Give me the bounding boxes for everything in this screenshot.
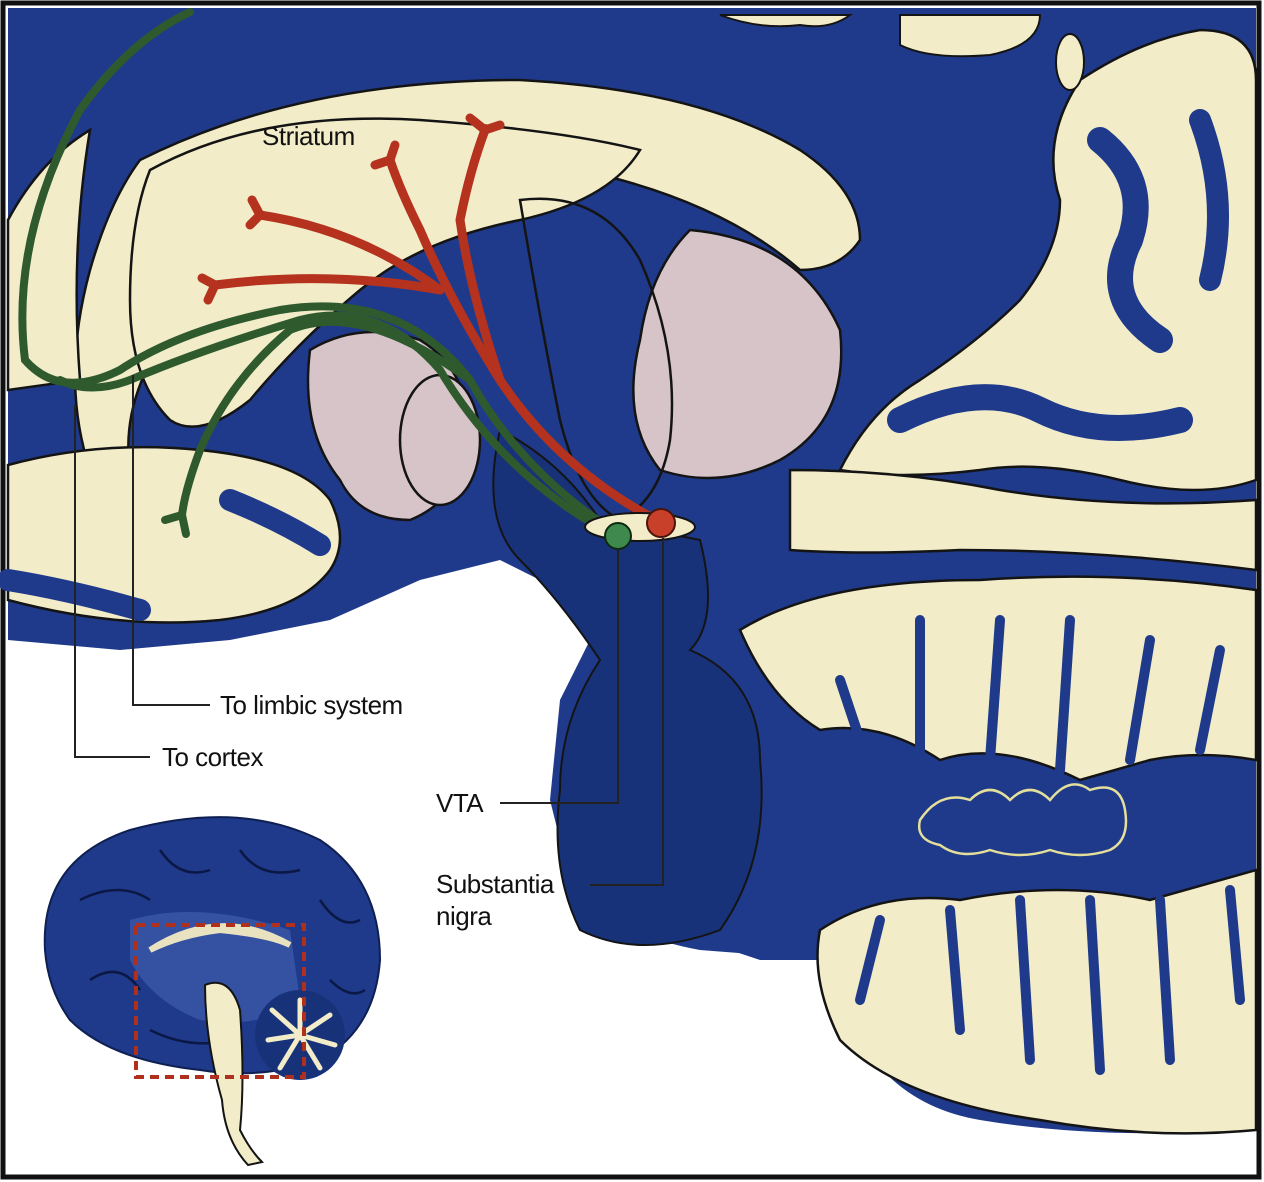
label-nigra: nigra <box>436 901 492 931</box>
nuclei-capsule <box>585 513 695 541</box>
label-striatum: Striatum <box>262 121 355 151</box>
sn-node <box>647 509 675 537</box>
label-to-cortex: To cortex <box>162 742 263 772</box>
top-gyrus-3 <box>1056 34 1084 90</box>
label-substantia: Substantia <box>436 869 555 899</box>
mammillary-body <box>400 375 480 505</box>
vta-node <box>605 523 631 549</box>
label-to-limbic-system: To limbic system <box>220 690 403 720</box>
label-vta: VTA <box>436 788 484 818</box>
